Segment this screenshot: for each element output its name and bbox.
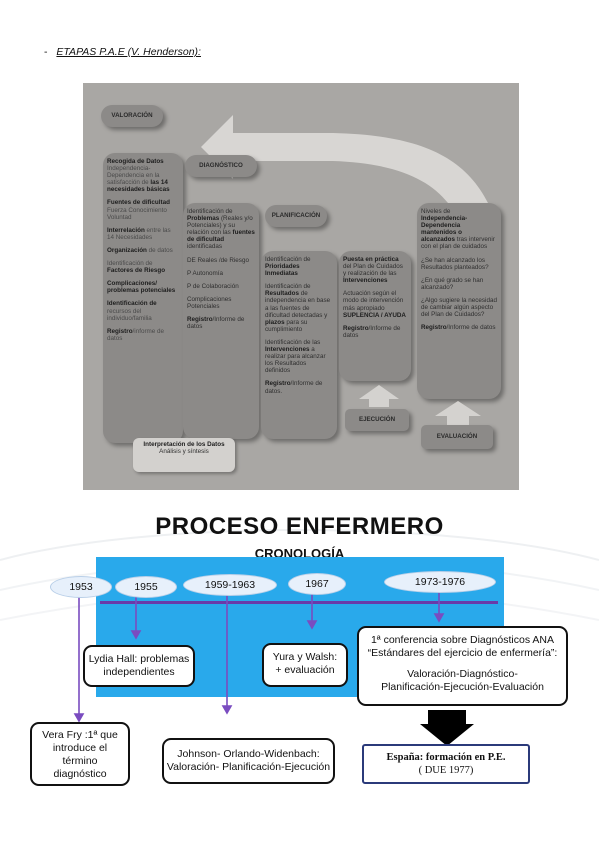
- ejecucion-column: Puesta en práctica del Plan de Cuidados …: [339, 251, 411, 381]
- diag-p1-bold: Problemas: [187, 215, 220, 223]
- interrelacion-text: entre las 14 Necesidades: [107, 226, 171, 241]
- ejec-p2: Actuación según el modo de intervención …: [343, 290, 404, 312]
- plan-p1: Identificación de: [265, 256, 311, 263]
- event-1973-line2: “Estándares del ejercicio de enfermería”…: [367, 647, 558, 659]
- ejec-registro-text: /Informe de datos: [343, 324, 401, 339]
- event-1955-box: Lydia Hall: problemas independientes: [83, 645, 195, 687]
- plan-p1-bold: Prioridades Inmediatas: [265, 263, 300, 278]
- evaluacion-column: Niveles de Independencia- Dependencia ma…: [417, 203, 501, 399]
- timeline-axis: [100, 601, 498, 604]
- recogida-bold: las 14 necesidades básicas: [107, 179, 170, 194]
- diag-p2: DE Reales /de Riesgo: [187, 256, 249, 264]
- registro-title: Registro: [107, 327, 133, 335]
- ejec-p1-bold: Puesta en práctica: [343, 256, 399, 263]
- fuentes-title: Fuentes de dificultad: [107, 199, 170, 207]
- plan-p3-bold: Intervenciones: [265, 346, 310, 354]
- event-1967-line1: Yura y Walsh:: [272, 651, 338, 663]
- event-1953-box: Vera Fry :1ª que introduce el término di…: [30, 722, 130, 786]
- diag-p1-b: (Reales y/o Potenciales) y su relación c…: [187, 215, 253, 237]
- pae-stages-figure: VALORACIÓN Recogida de Datos Independenc…: [83, 83, 519, 490]
- year-1959-1963: 1959-1963: [183, 574, 277, 596]
- diag-p3: P Autonomía: [187, 269, 223, 277]
- spain-line1: España: formación en P.E.: [386, 752, 506, 763]
- ident-recursos-title: Identificación de: [107, 300, 157, 308]
- ejec-registro-title: Registro: [343, 324, 369, 332]
- year-1955: 1955: [115, 576, 177, 598]
- section-title: ETAPAS P.A.E (V. Henderson):: [56, 46, 201, 58]
- ejec-p1: del Plan de Cuidados y realización de la…: [343, 263, 403, 278]
- eval-p1-b: tras intervenir con el plan de cuidados: [421, 236, 495, 251]
- valoracion-header: VALORACIÓN: [101, 105, 163, 127]
- spain-box: España: formación en P.E. ( DUE 1977): [362, 744, 530, 784]
- plan-p2-bold: Resultados: [265, 290, 299, 298]
- diag-registro-text: /Informe de datos: [187, 316, 245, 331]
- eval-registro-title: Registro: [421, 324, 447, 332]
- organizacion-title: Organización: [107, 246, 147, 254]
- year-1953: 1953: [50, 576, 112, 598]
- eval-q3: ¿Algo sugiere la necesidad de cambiar al…: [421, 296, 497, 319]
- diag-p4: P de Colaboración: [187, 282, 239, 290]
- timeline-title: PROCESO ENFERMERO: [155, 513, 444, 540]
- organizacion-text: de datos: [148, 246, 173, 254]
- plan-p2-c: para su cumplimiento: [265, 318, 308, 333]
- ident-recursos-text: recursos del individuo/familia: [107, 307, 152, 322]
- plan-registro-text: /Informe de datos.: [265, 380, 323, 395]
- diag-p1-bold2: fuentes de dificultad: [187, 229, 255, 244]
- diag-registro-title: Registro: [187, 316, 213, 324]
- eval-p1-bold: Independencia- Dependencia mantenidos o …: [421, 215, 468, 244]
- registro-text: /informe de datos: [107, 327, 165, 342]
- valoracion-column: Recogida de Datos Independencia- Depende…: [103, 153, 183, 443]
- event-1973-line1: 1ª conferencia sobre Diagnósticos ANA: [370, 634, 555, 646]
- year-1973-1976: 1973-1976: [384, 571, 496, 593]
- recogida-title: Recogida de Datos: [107, 158, 164, 165]
- interpretacion-title: Interpretación de los Datos: [143, 441, 225, 448]
- identificacion-bold: Factores de Riesgo: [107, 267, 166, 275]
- interrelacion-title: Interrelación: [107, 226, 145, 234]
- eval-registro-text: /Informe de datos: [446, 324, 496, 332]
- plan-p2: Identificación de: [265, 283, 311, 291]
- spain-line2: ( DUE 1977): [418, 765, 474, 776]
- evaluacion-up-arrow-icon: [435, 401, 481, 425]
- plan-registro-title: Registro: [265, 380, 291, 388]
- event-1967-line2: + evaluación: [275, 664, 335, 676]
- diag-p5: Complicaciones Potenciales: [187, 295, 232, 310]
- event-1973-line4: Planificación-Ejecución-Evaluación: [381, 681, 544, 693]
- plan-p2-b: de independencia en base a las fuentes d…: [265, 290, 331, 319]
- interpretacion-text: Análisis y síntesis: [159, 448, 209, 456]
- planificacion-column: Identificación de Prioridades Inmediatas…: [261, 251, 337, 439]
- event-1959-line2: Valoración- Planificación-Ejecución: [166, 761, 331, 773]
- interpretacion-box: Interpretación de los Datos Análisis y s…: [133, 438, 235, 472]
- year-1967: 1967: [288, 573, 346, 595]
- diag-p1-c: identificadas: [187, 243, 223, 251]
- bullet: -: [44, 46, 48, 58]
- down-arrow-icon: [420, 710, 474, 746]
- evaluacion-label: EVALUACIÓN: [421, 425, 493, 449]
- eval-q2: ¿En qué grado se han alcanzado?: [421, 276, 484, 291]
- event-1973-line3: Valoración-Diagnóstico-: [407, 668, 518, 680]
- section-heading: - ETAPAS P.A.E (V. Henderson):: [44, 46, 201, 58]
- event-1967-box: Yura y Walsh: + evaluación: [262, 643, 348, 687]
- plan-p2-bold2: plazos: [265, 318, 285, 326]
- ejec-p2-bold: SUPLENCIA / AYUDA: [343, 311, 406, 319]
- ejecucion-label: EJECUCIÓN: [345, 409, 409, 431]
- plan-p3-b: a realizar para alcanzar los Resultados …: [265, 346, 326, 375]
- event-1959-line1: Johnson- Orlando-Widenbach:: [177, 748, 320, 760]
- diagnostico-header: DIAGNÓSTICO: [185, 155, 257, 177]
- ejecucion-up-arrow-icon: [359, 385, 399, 407]
- identificacion-text: Identificación de: [107, 260, 153, 268]
- eval-p1: Niveles de: [421, 208, 451, 215]
- event-1973-box: 1ª conferencia sobre Diagnósticos ANA “E…: [357, 626, 568, 706]
- planificacion-header: PLANIFICACIÓN: [265, 205, 327, 227]
- timeline-connectors: [73, 590, 445, 723]
- ejec-p1-bold2: Intervenciones: [343, 277, 388, 285]
- feedback-arrow-icon: [201, 115, 488, 203]
- diag-p1: Identificación de: [187, 208, 233, 215]
- event-1959-box: Johnson- Orlando-Widenbach: Valoración- …: [162, 738, 335, 784]
- plan-p3: Identificación de las: [265, 338, 321, 346]
- fuentes-text: Fuerza Conocimiento Voluntad: [107, 206, 167, 221]
- recogida-text: Independencia- Dependencia en la satisfa…: [107, 165, 160, 187]
- diagnostico-column: Identificación de Problemas (Reales y/o …: [183, 203, 259, 439]
- complicaciones-title: Complicaciones/ problemas potenciales: [107, 280, 176, 295]
- eval-q1: ¿Se han alcanzado los Resultados plantea…: [421, 256, 489, 271]
